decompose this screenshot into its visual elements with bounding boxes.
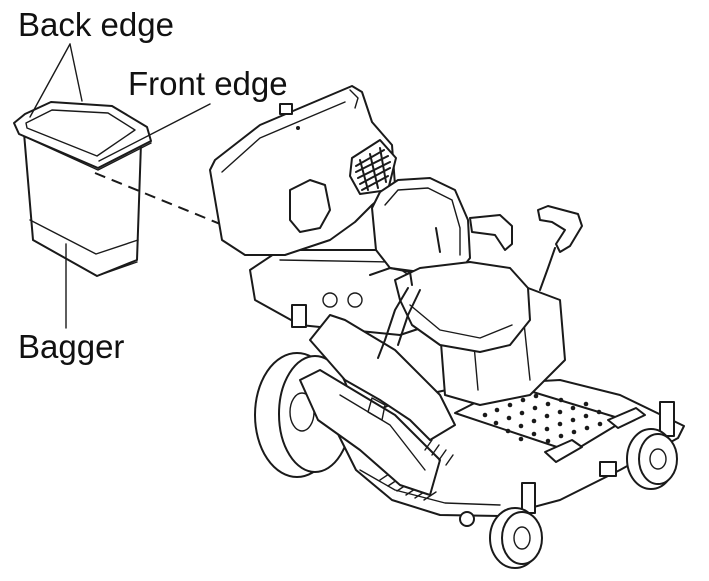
- bagger: [13, 101, 152, 277]
- seat: [371, 177, 531, 353]
- back-edge-label: Back edge: [18, 6, 174, 43]
- front-edge-leader: [98, 103, 211, 162]
- front-left-caster: [459, 482, 543, 569]
- mower: [209, 85, 685, 569]
- bagger-hood: [209, 85, 397, 256]
- back-edge-leader-2: [69, 43, 83, 102]
- bagger-label: Bagger: [18, 328, 125, 365]
- front-edge-label: Front edge: [128, 65, 288, 102]
- back-edge-leader-1: [29, 43, 71, 118]
- front-right-caster: [599, 401, 678, 490]
